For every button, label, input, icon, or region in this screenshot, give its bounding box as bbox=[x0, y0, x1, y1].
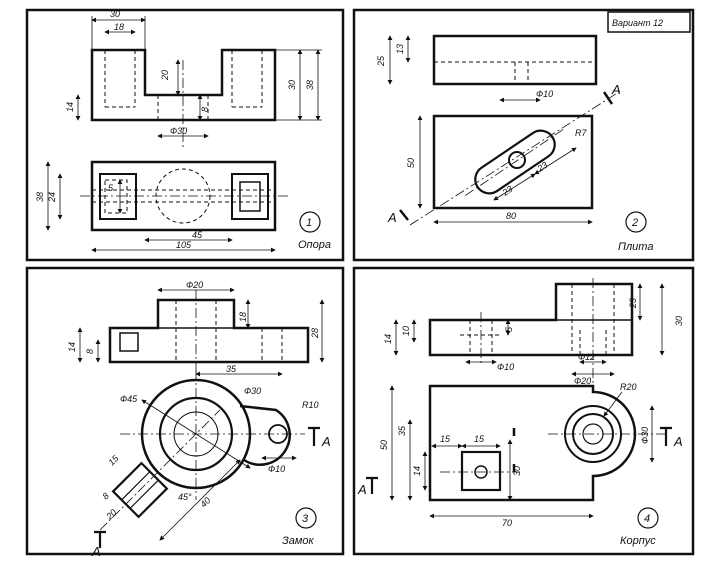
svg-text:8: 8 bbox=[200, 107, 210, 112]
panel-2-labels: Вариант 12 25 13 Ф10 R7 50 23 23 80 А А … bbox=[376, 18, 663, 253]
svg-text:30: 30 bbox=[110, 9, 120, 19]
svg-text:14: 14 bbox=[67, 342, 77, 352]
svg-text:А: А bbox=[611, 82, 621, 97]
panel-4-front-view bbox=[428, 282, 634, 357]
svg-text:18: 18 bbox=[238, 312, 248, 322]
svg-text:Ф10: Ф10 bbox=[536, 89, 553, 99]
panel-2-number: 2 bbox=[631, 217, 638, 229]
svg-text:Ф10: Ф10 bbox=[497, 362, 514, 372]
svg-text:5: 5 bbox=[504, 326, 514, 332]
panel-2-top-view bbox=[432, 114, 594, 210]
panel-1-caption: Опора bbox=[298, 239, 331, 251]
svg-text:20: 20 bbox=[160, 70, 170, 81]
svg-text:R10: R10 bbox=[302, 400, 319, 410]
svg-text:24: 24 bbox=[47, 192, 57, 203]
svg-text:23: 23 bbox=[628, 298, 638, 309]
svg-text:А: А bbox=[321, 434, 331, 449]
svg-text:Ф30: Ф30 bbox=[244, 386, 261, 396]
svg-text:105: 105 bbox=[176, 240, 192, 250]
panel-4-frame bbox=[352, 266, 695, 556]
svg-text:30: 30 bbox=[287, 80, 297, 90]
svg-text:28: 28 bbox=[310, 328, 320, 339]
svg-text:35: 35 bbox=[397, 425, 407, 436]
svg-text:14: 14 bbox=[383, 334, 393, 344]
svg-text:А: А bbox=[673, 434, 683, 449]
svg-text:45: 45 bbox=[192, 230, 203, 240]
svg-text:45°: 45° bbox=[178, 492, 192, 502]
svg-text:Ф30: Ф30 bbox=[640, 427, 650, 444]
svg-text:А: А bbox=[387, 210, 397, 225]
variant-box bbox=[607, 11, 691, 33]
svg-text:40: 40 bbox=[198, 495, 212, 509]
svg-text:20: 20 bbox=[104, 507, 119, 522]
panel-1-number: 1 bbox=[306, 217, 312, 229]
svg-text:35: 35 bbox=[226, 364, 237, 374]
svg-text:10: 10 bbox=[401, 326, 411, 336]
svg-text:Ф30: Ф30 bbox=[170, 126, 187, 136]
svg-text:50: 50 bbox=[379, 440, 389, 450]
panel-4 bbox=[352, 266, 695, 556]
panel-2 bbox=[352, 8, 695, 262]
svg-text:Ф45: Ф45 bbox=[120, 394, 138, 404]
panel-1 bbox=[25, 8, 345, 262]
svg-text:R20: R20 bbox=[620, 382, 637, 392]
svg-text:5: 5 bbox=[108, 183, 114, 193]
svg-text:Ф12: Ф12 bbox=[578, 352, 595, 362]
svg-text:80: 80 bbox=[506, 211, 516, 221]
panel-3-labels: Ф20 18 28 14 8 35 Ф45 Ф30 R10 Ф10 15 8 2… bbox=[67, 280, 331, 559]
svg-text:А: А bbox=[91, 544, 101, 559]
svg-text:23: 23 bbox=[500, 184, 515, 198]
svg-text:30: 30 bbox=[674, 316, 684, 326]
svg-text:50: 50 bbox=[406, 158, 416, 168]
panel-1-frame bbox=[25, 8, 345, 262]
svg-text:38: 38 bbox=[35, 192, 45, 202]
panel-2-front-view bbox=[432, 34, 598, 86]
svg-text:14: 14 bbox=[65, 102, 75, 112]
svg-text:38: 38 bbox=[305, 80, 315, 90]
panel-1-front-view bbox=[90, 48, 277, 122]
panel-3-number: 3 bbox=[302, 513, 309, 525]
svg-text:25: 25 bbox=[376, 55, 386, 67]
svg-text:15: 15 bbox=[474, 434, 485, 444]
svg-text:Ф10: Ф10 bbox=[268, 464, 285, 474]
variant-label: Вариант 12 bbox=[612, 18, 663, 28]
svg-text:14: 14 bbox=[412, 466, 422, 476]
panel-4-number: 4 bbox=[644, 513, 650, 525]
svg-text:18: 18 bbox=[114, 22, 124, 32]
svg-text:R7: R7 bbox=[575, 128, 587, 138]
svg-text:13: 13 bbox=[395, 44, 405, 54]
panel-2-frame bbox=[352, 8, 695, 262]
panel-3-frame bbox=[25, 266, 345, 556]
svg-text:30: 30 bbox=[512, 466, 522, 476]
svg-text:23: 23 bbox=[535, 160, 550, 174]
svg-text:8: 8 bbox=[100, 491, 111, 502]
svg-text:15: 15 bbox=[440, 434, 451, 444]
panel-4-labels: 14 10 5 23 30 Ф10 Ф12 Ф20 R20 50 35 14 1… bbox=[357, 298, 684, 547]
panel-1-labels: 30 18 20 30 38 14 8 Ф30 5 24 38 45 105 1… bbox=[35, 9, 331, 251]
panel-3 bbox=[25, 266, 345, 556]
panel-3-caption: Замок bbox=[282, 535, 315, 547]
panel-3-front-view bbox=[108, 298, 310, 364]
svg-text:А: А bbox=[357, 482, 367, 497]
svg-text:8: 8 bbox=[85, 349, 95, 354]
svg-text:Ф20: Ф20 bbox=[574, 376, 591, 386]
panel-4-caption: Корпус bbox=[620, 535, 656, 547]
panel-2-caption: Плита bbox=[618, 241, 653, 253]
svg-text:15: 15 bbox=[106, 453, 121, 468]
svg-text:Ф20: Ф20 bbox=[186, 280, 203, 290]
panel-4-plan-view bbox=[428, 384, 637, 502]
svg-text:70: 70 bbox=[502, 518, 512, 528]
